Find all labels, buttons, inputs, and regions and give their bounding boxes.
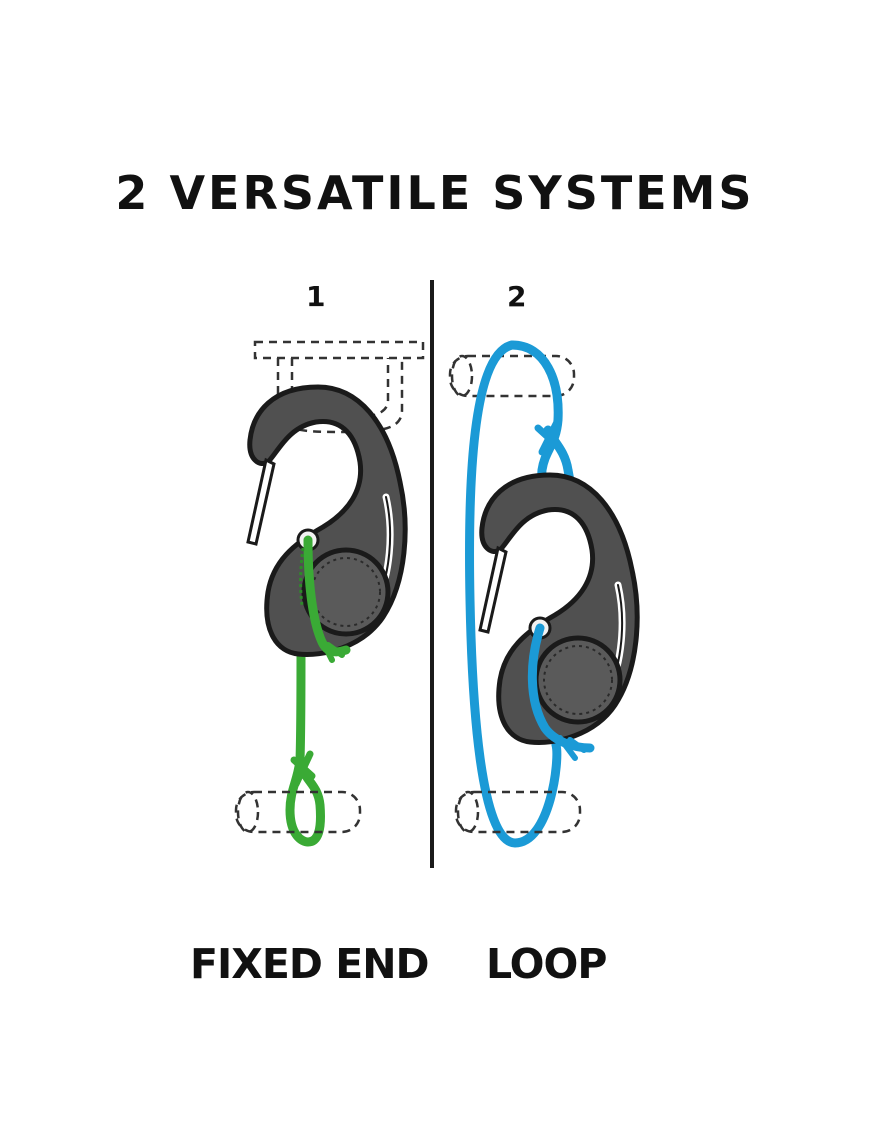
carabiner-clip-icon — [248, 387, 405, 655]
green-cord — [285, 543, 325, 847]
system-2-label: LOOP — [486, 940, 607, 988]
system-2-loop — [448, 340, 637, 848]
system-1-fixed-end — [234, 340, 425, 847]
blue-loop-cord — [465, 340, 562, 848]
system-2-number: 2 — [507, 280, 527, 313]
system-1-label: FIXED END — [190, 940, 430, 988]
bottom-anchor-bar-icon — [234, 790, 362, 834]
bottom-anchor-bar-icon — [454, 790, 582, 834]
system-1-number: 1 — [306, 280, 326, 313]
cord-knot-icon — [534, 420, 564, 456]
diagram-title: 2 VERSATILE SYSTEMS — [115, 166, 755, 220]
cord-knot-icon — [290, 750, 316, 788]
carabiner-clip-icon — [480, 475, 637, 743]
